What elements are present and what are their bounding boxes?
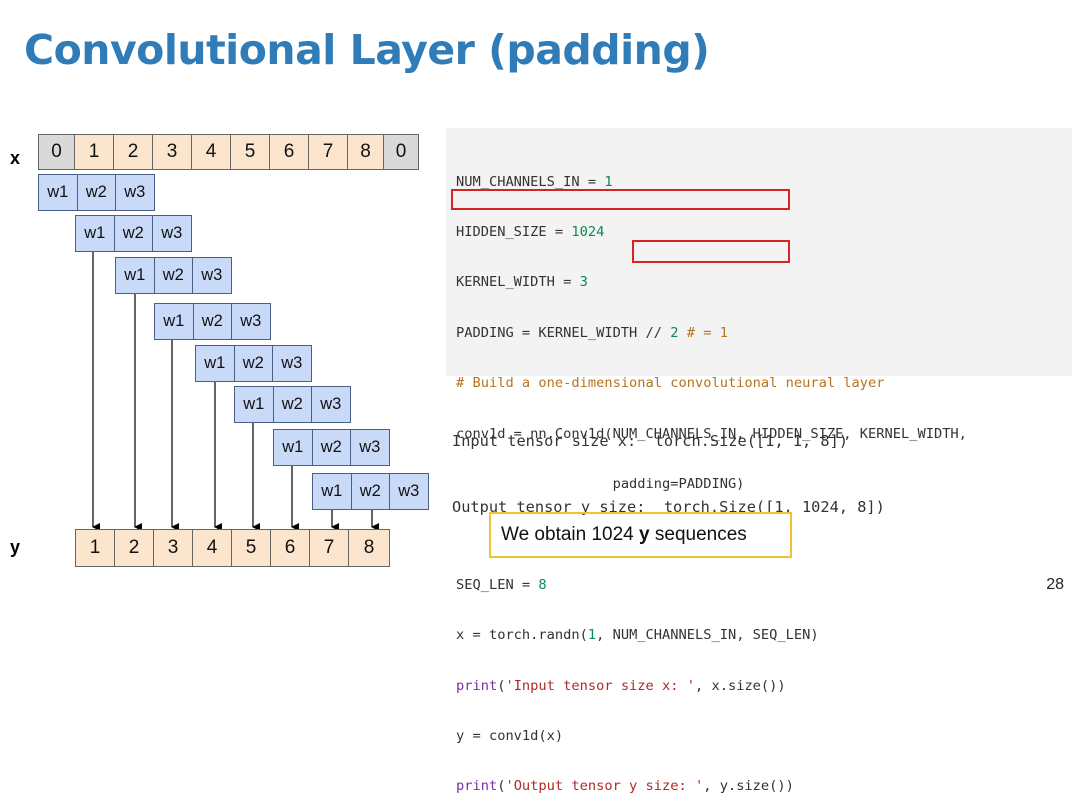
kernel-weight: w1 <box>115 257 155 294</box>
x-cell: 4 <box>191 134 231 170</box>
kernel-6: w1 w2 w3 <box>234 386 351 423</box>
kernel-weight: w3 <box>192 257 232 294</box>
note-box: We obtain 1024 y sequences <box>489 512 792 558</box>
kernel-7: w1 w2 w3 <box>273 429 390 466</box>
code-line: padding=PADDING) <box>612 475 745 492</box>
code-line: print('Output tensor y size: ', y.size()… <box>456 778 794 795</box>
kernel-4: w1 w2 w3 <box>154 303 271 340</box>
kernel-weight: w3 <box>389 473 429 510</box>
y-cell: 2 <box>114 529 154 567</box>
x-cell: 6 <box>269 134 309 170</box>
kernel-weight: w3 <box>272 345 312 382</box>
x-cell: 3 <box>152 134 192 170</box>
slide-title: Convolutional Layer (padding) <box>24 26 710 74</box>
kernel-weight: w1 <box>38 174 78 211</box>
note-bold: y <box>639 524 650 545</box>
padding-arg-highlight-box <box>632 240 790 263</box>
code-line: y = conv1d(x) <box>456 727 564 744</box>
y-cell: 6 <box>270 529 310 567</box>
kernel-weight: w2 <box>76 174 116 211</box>
code-line: x = torch.randn(1, NUM_CHANNELS_IN, SEQ_… <box>456 627 819 644</box>
output-line-output-size: Output tensor y size: torch.Size([1, 102… <box>452 498 885 516</box>
y-row-label: y <box>10 537 21 557</box>
kernel-weight: w1 <box>75 215 115 252</box>
kernel-5: w1 w2 w3 <box>195 345 312 382</box>
kernel-weight: w2 <box>311 429 351 466</box>
kernel-weight: w1 <box>154 303 194 340</box>
y-cell: 3 <box>153 529 193 567</box>
page-number: 28 <box>1046 576 1064 593</box>
kernel-arrows <box>92 252 379 531</box>
kernel-weight: w1 <box>312 473 352 510</box>
code-line: NUM_CHANNELS_IN = 1 <box>456 173 613 190</box>
code-line: SEQ_LEN = 8 <box>456 576 547 593</box>
x-row-label: x <box>10 148 21 168</box>
code-comment: # Build a one-dimensional convolutional … <box>456 375 885 392</box>
kernel-3: w1 w2 w3 <box>115 257 232 294</box>
kernel-weight: w1 <box>234 386 274 423</box>
kernel-8: w1 w2 w3 <box>312 473 429 510</box>
x-cell: 7 <box>308 134 348 170</box>
note-suffix: sequences <box>649 524 747 545</box>
code-line: print('Input tensor size x: ', x.size()) <box>456 677 786 694</box>
kernel-weight: w2 <box>153 257 193 294</box>
kernel-weight: w3 <box>350 429 390 466</box>
kernel-weight: w2 <box>272 386 312 423</box>
kernel-weight: w1 <box>273 429 313 466</box>
kernel-weight: w3 <box>311 386 351 423</box>
code-line: HIDDEN_SIZE = 1024 <box>456 223 605 240</box>
code-line: KERNEL_WIDTH = 3 <box>456 274 588 291</box>
output-line-input-size: Input tensor size x: torch.Size([1, 1, 8… <box>452 432 849 450</box>
kernel-weight: w3 <box>231 303 271 340</box>
x-cell: 1 <box>74 134 114 170</box>
console-output: Input tensor size x: torch.Size([1, 1, 8… <box>452 386 885 540</box>
x-cell-pad-right: 0 <box>383 134 419 170</box>
x-cell-pad-left: 0 <box>38 134 75 170</box>
y-cell: 8 <box>348 529 390 567</box>
kernel-weight: w3 <box>152 215 192 252</box>
kernel-2: w1 w2 w3 <box>75 215 192 252</box>
kernel-weight: w3 <box>115 174 155 211</box>
kernel-weight: w2 <box>192 303 232 340</box>
kernel-1: w1 w2 w3 <box>38 174 155 211</box>
code-line: conv1d = nn.Conv1d(NUM_CHANNELS_IN, HIDD… <box>456 425 967 442</box>
x-sequence: 0 1 2 3 4 5 6 7 8 0 <box>38 134 419 170</box>
y-cell: 5 <box>231 529 271 567</box>
padding-highlight-box <box>451 189 790 210</box>
note-prefix: We obtain 1024 <box>501 524 640 545</box>
y-sequence: 1 2 3 4 5 6 7 8 <box>75 529 390 567</box>
kernel-weight: w2 <box>233 345 273 382</box>
code-line-padding: PADDING = KERNEL_WIDTH // 2 # = 1 <box>456 324 728 341</box>
y-cell: 7 <box>309 529 349 567</box>
code-block <box>446 128 1072 376</box>
y-cell: 1 <box>75 529 115 567</box>
kernel-weight: w1 <box>195 345 235 382</box>
y-cell: 4 <box>192 529 232 567</box>
x-cell: 8 <box>347 134 384 170</box>
